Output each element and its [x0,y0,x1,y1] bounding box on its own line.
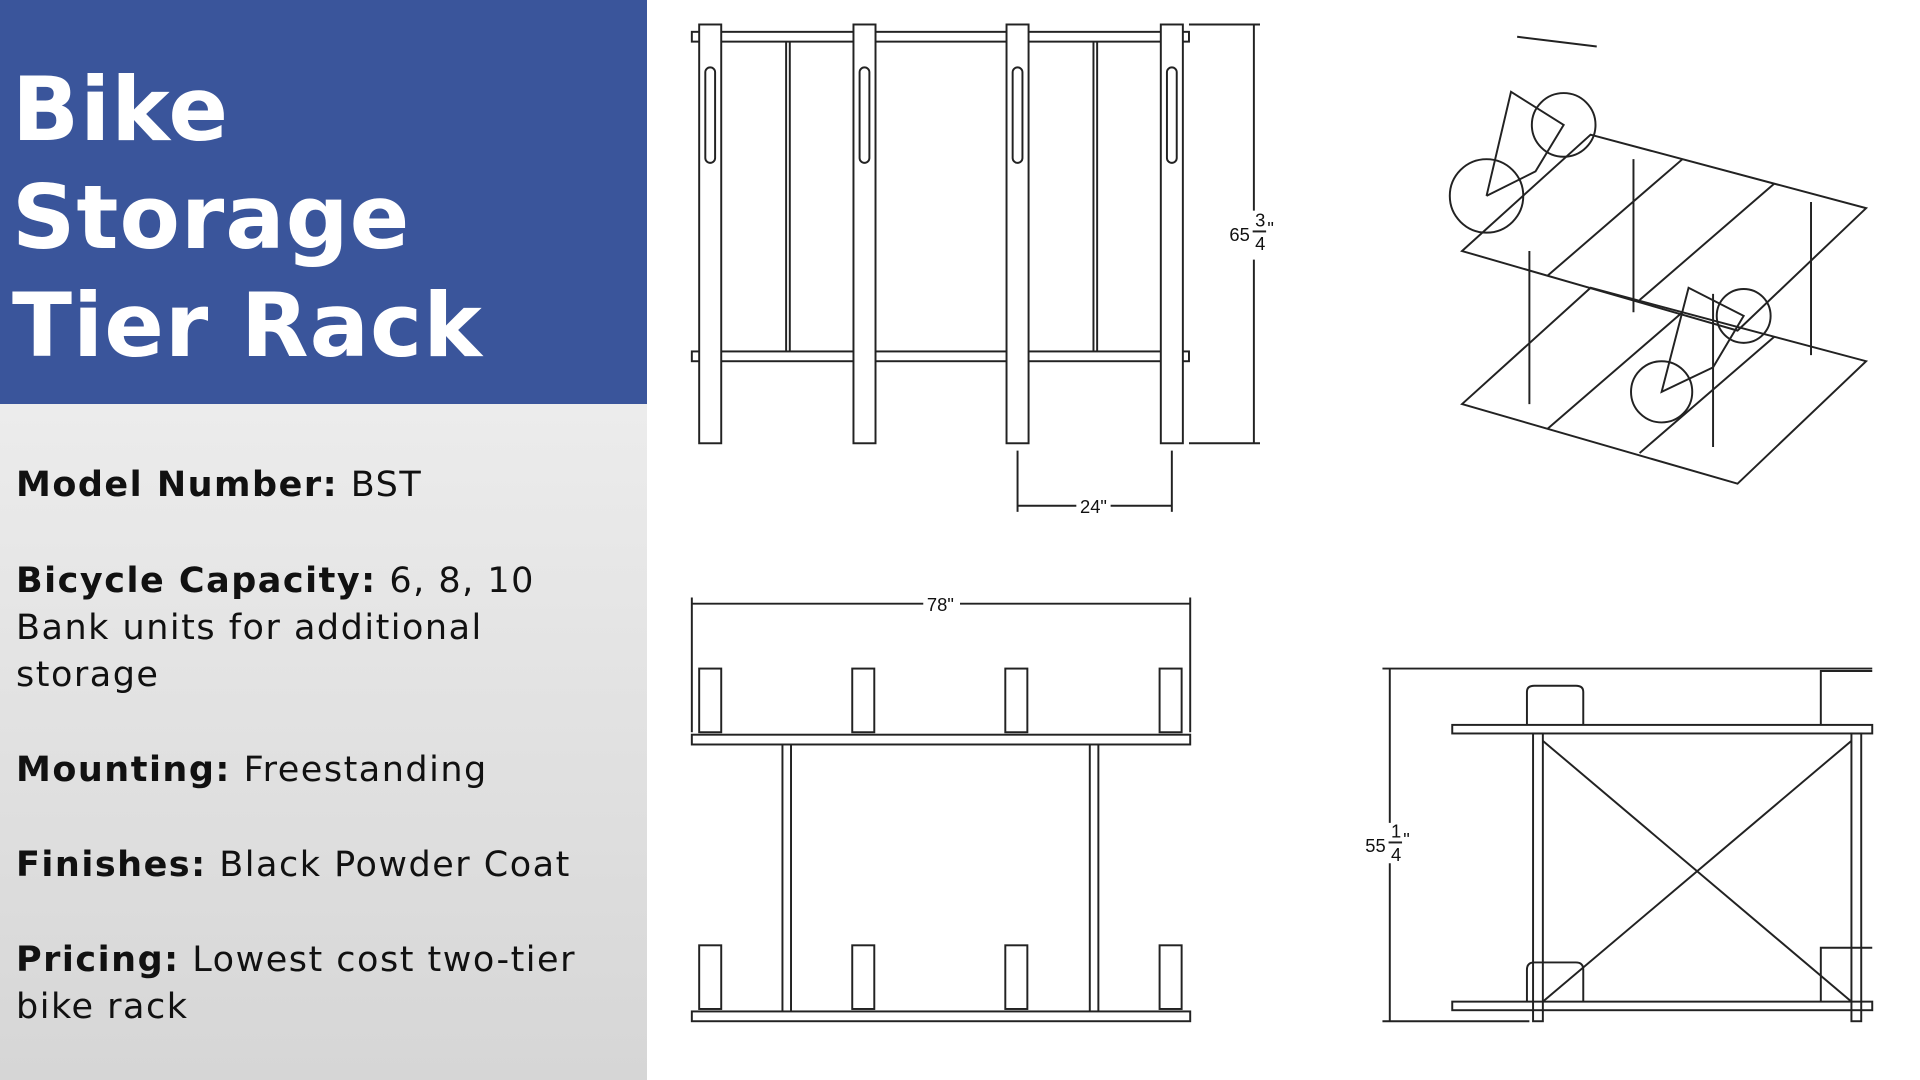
dimension-spacing: 24" [1080,496,1107,517]
svg-text:4: 4 [1391,844,1401,865]
isometric-view-drawing [1448,35,1869,485]
svg-text:3: 3 [1255,210,1265,231]
dimension-side-height: 55 1 4 " [1365,821,1409,865]
svg-text:": " [1267,218,1274,239]
spec-panel [0,404,647,1080]
spec-mounting: Mounting: Freestanding [16,750,488,790]
spec-finishes: Finishes: Black Powder Coat [16,845,571,885]
dimension-front-height: 65 3 4 " [1229,210,1273,254]
spec-pricing: Pricing: Lowest cost two-tier bike rack [16,940,576,1027]
top-view-drawing [690,597,1192,1023]
svg-text:65: 65 [1229,224,1249,245]
svg-text:55: 55 [1365,835,1385,856]
spec-model-number: Model Number: BST [16,465,423,505]
svg-text:4: 4 [1255,233,1265,254]
side-view-drawing [1382,667,1874,1023]
svg-text:1: 1 [1391,821,1401,842]
svg-text:": " [1403,829,1410,850]
front-view-drawing [690,23,1260,512]
dimension-width: 78" [927,594,954,615]
